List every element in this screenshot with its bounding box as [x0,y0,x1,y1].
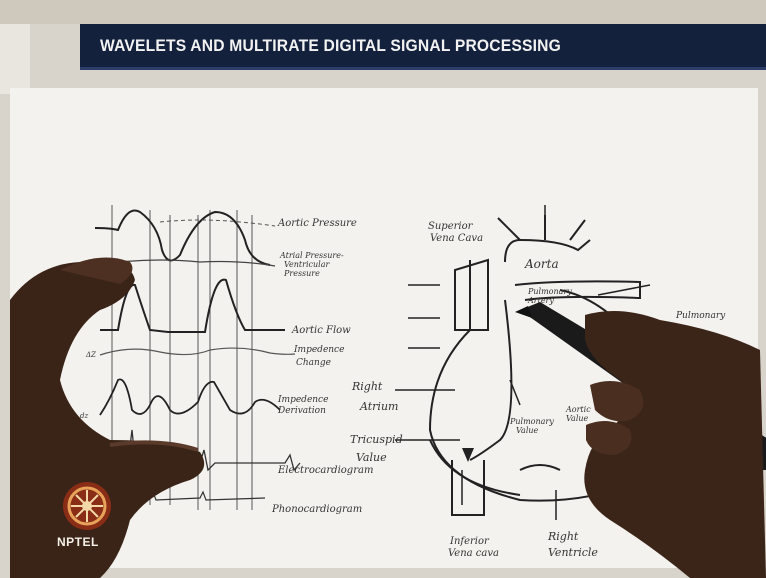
aortic-pressure-dash [160,220,275,226]
nptel-logo-text: NPTEL [57,535,99,549]
label-phonocardiogram: Phonocardiogram [271,504,362,515]
impedance-derivation-wave [100,379,280,415]
label-pulmonary-right: Pulmonary [675,311,726,321]
label-aortic-flow: Aortic Flow [291,325,351,336]
label-delta-z: ΔZ [85,351,96,359]
aortic-pressure-wave [95,210,270,265]
right-hand [584,311,766,578]
label-electrocardiogram: Electrocardiogram [277,465,373,476]
label-aortic-pressure: Aortic Pressure [277,218,357,229]
label-aorta: Aorta [524,257,559,271]
label-dzdt-top: dz [80,412,88,420]
